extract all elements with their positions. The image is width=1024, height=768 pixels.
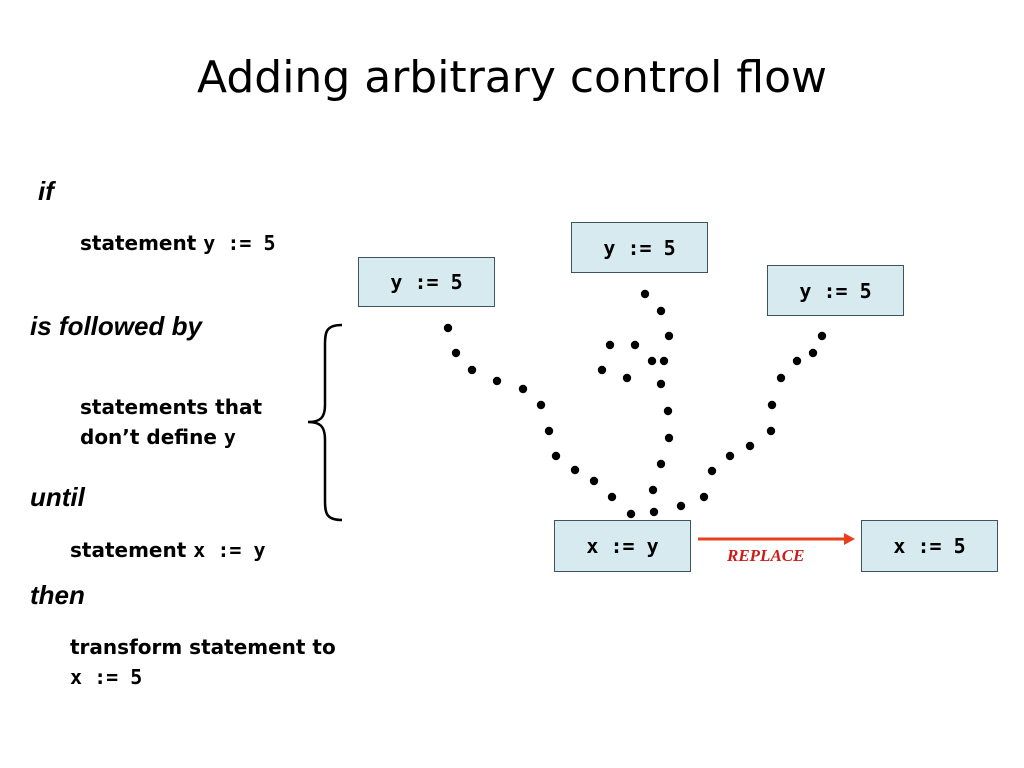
- path-dot: [664, 331, 674, 341]
- path-dot: [640, 289, 650, 299]
- if-statement-code: y := 5: [203, 231, 276, 255]
- path-dot: [597, 365, 607, 375]
- path-dot: [676, 501, 686, 511]
- transform-text: transform statement to: [70, 635, 336, 659]
- path-dot: [745, 441, 755, 451]
- path-dot: [570, 465, 580, 475]
- path-dot: [817, 331, 827, 341]
- replace-arrow: [698, 533, 855, 545]
- non-defining-line-2: don’t define y: [80, 422, 262, 452]
- path-dot: [792, 356, 802, 366]
- path-dot: [630, 340, 640, 350]
- path-dot: [605, 340, 615, 350]
- path-dot: [622, 373, 632, 383]
- result-box: x := 5: [861, 520, 998, 572]
- def-box-left: y := 5: [358, 257, 495, 307]
- until-statement-prefix: statement: [70, 538, 187, 562]
- then-keyword: then: [30, 580, 85, 610]
- if-statement: statement y := 5: [80, 228, 276, 258]
- path-dot: [451, 348, 461, 358]
- until-statement-code: x := y: [193, 538, 266, 562]
- non-defining-statements: statements that don’t define y: [80, 392, 262, 452]
- transform-code: x := 5: [70, 665, 143, 689]
- def-box-middle: y := 5: [571, 222, 708, 273]
- path-dot: [492, 376, 502, 386]
- until-statement: statement x := y: [70, 535, 266, 565]
- path-dot: [649, 507, 659, 517]
- def-box-right: y := 5: [767, 265, 904, 316]
- path-dot: [699, 492, 709, 502]
- non-defining-line-2-prefix: don’t define: [80, 425, 217, 449]
- followed-by-keyword: is followed by: [30, 311, 202, 341]
- path-dot: [536, 400, 546, 410]
- path-dot: [589, 476, 599, 486]
- if-statement-prefix: statement: [80, 231, 197, 255]
- if-keyword: if: [38, 176, 54, 206]
- path-dot: [648, 485, 658, 495]
- non-defining-line-1: statements that: [80, 395, 263, 419]
- path-dot: [808, 348, 818, 358]
- dotted-paths: [443, 289, 827, 519]
- non-defining-line-2-code: y: [223, 425, 236, 449]
- transform-statement: transform statement to x := 5: [70, 632, 336, 692]
- path-dot: [767, 400, 777, 410]
- path-dot: [776, 373, 786, 383]
- path-dot: [607, 492, 617, 502]
- path-dot: [551, 451, 561, 461]
- path-dot: [663, 406, 673, 416]
- path-dot: [766, 426, 776, 436]
- path-dot: [656, 379, 666, 389]
- use-box: x := y: [554, 520, 691, 572]
- path-dot: [544, 426, 554, 436]
- path-dot: [467, 365, 477, 375]
- path-dot: [664, 433, 674, 443]
- path-dot: [656, 306, 666, 316]
- until-keyword: until: [30, 482, 85, 512]
- path-dot: [626, 509, 636, 519]
- path-dot: [725, 451, 735, 461]
- path-dot: [518, 384, 528, 394]
- curly-brace: [307, 323, 343, 522]
- path-dot: [707, 466, 717, 476]
- replace-label: REPLACE: [727, 546, 805, 565]
- path-dot: [656, 459, 666, 469]
- slide-title: Adding arbitrary control flow: [197, 52, 827, 103]
- path-dot: [647, 356, 657, 366]
- path-dot: [659, 356, 669, 366]
- path-dot: [443, 323, 453, 333]
